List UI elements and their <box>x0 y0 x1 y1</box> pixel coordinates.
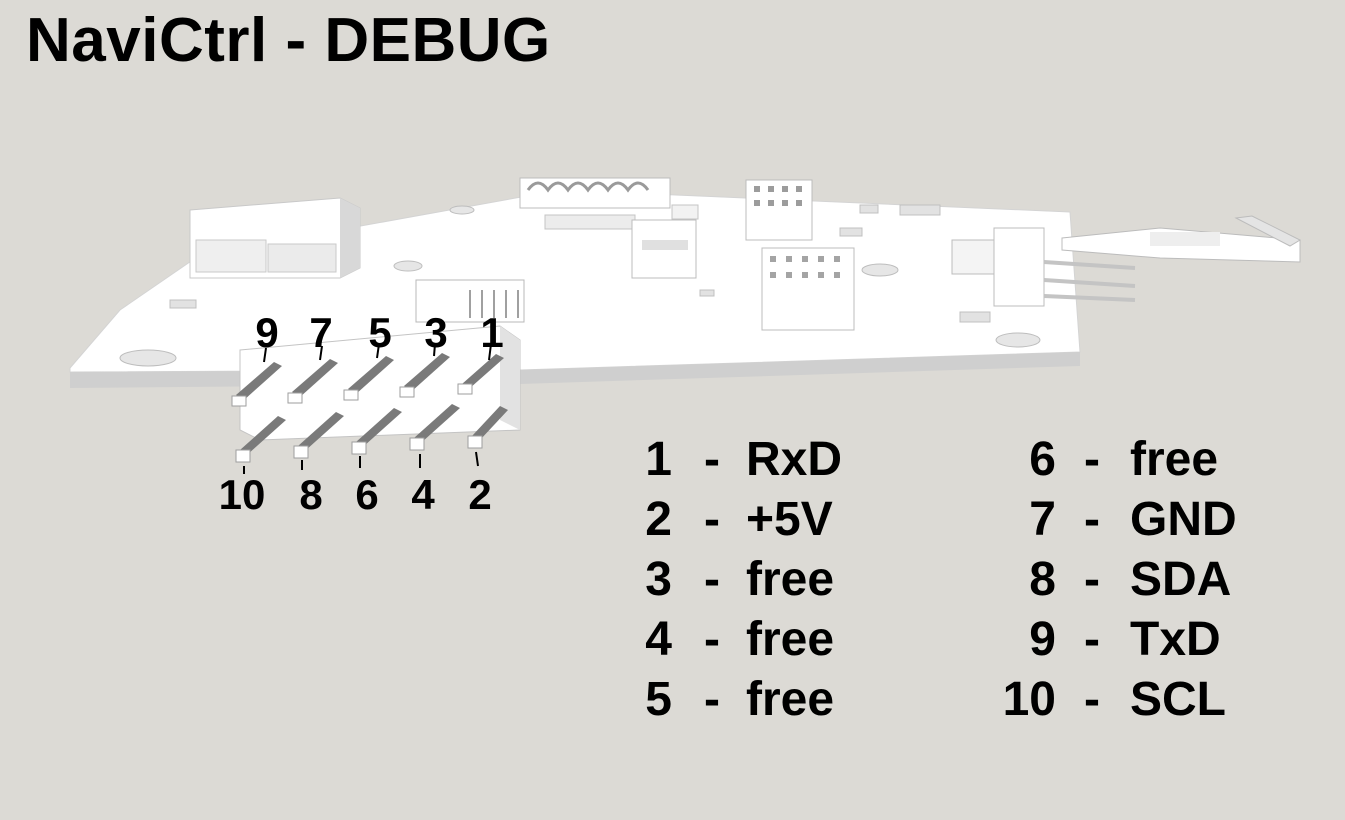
pin-signal: GND <box>1130 493 1237 546</box>
pinout-row: 6 - free <box>980 432 1310 492</box>
pin-signal: free <box>746 673 835 726</box>
debug-header <box>231 325 521 474</box>
pin-label-1: 1 <box>480 309 504 356</box>
pin-number: 4 <box>645 613 672 666</box>
top-header <box>519 177 699 279</box>
pin-signal: free <box>1130 433 1219 486</box>
right-connector <box>951 215 1302 307</box>
pinout-row: 10 - SCL <box>980 672 1310 732</box>
bottom-row-pins <box>235 404 508 463</box>
separator: - <box>704 493 720 546</box>
pin-number: 5 <box>645 673 672 726</box>
pin-number: 9 <box>1029 613 1056 666</box>
separator: - <box>704 553 720 606</box>
pin-label-8: 8 <box>299 471 323 518</box>
pinout-row: 1 - RxD <box>600 432 900 492</box>
pinout-row: 9 - TxD <box>980 612 1310 672</box>
page-title: NaviCtrl - DEBUG <box>26 6 551 75</box>
pin-signal: RxD <box>746 433 843 486</box>
pin-number: 8 <box>1029 553 1056 606</box>
pinout-row: 4 - free <box>600 612 900 672</box>
pin-signal: +5V <box>746 493 833 546</box>
center-headers <box>745 179 855 331</box>
power-connector <box>189 197 361 279</box>
pin-label-3: 3 <box>424 309 448 356</box>
separator: - <box>1084 673 1100 726</box>
separator: - <box>1084 613 1100 666</box>
pin-leader-lines <box>243 343 492 474</box>
pin-label-10: 10 <box>218 471 266 518</box>
pin-label-2: 2 <box>468 471 492 518</box>
pin-number: 1 <box>645 433 672 486</box>
pin-signal: free <box>746 613 835 666</box>
pin-number: 10 <box>1002 673 1056 726</box>
separator: - <box>1084 553 1100 606</box>
pin-signal: free <box>746 553 835 606</box>
pin-signal: SDA <box>1130 553 1232 606</box>
pinout-row: 3 - free <box>600 552 900 612</box>
separator: - <box>704 673 720 726</box>
pinout-row: 8 - SDA <box>980 552 1310 612</box>
pin-number: 7 <box>1029 493 1056 546</box>
pin-signal: SCL <box>1130 673 1226 726</box>
pin-number: 2 <box>645 493 672 546</box>
pin-number: 3 <box>645 553 672 606</box>
pin-number: 6 <box>1029 433 1056 486</box>
pinout-row: 2 - +5V <box>600 492 900 552</box>
pinout-row: 5 - free <box>600 672 900 732</box>
top-row-pins <box>231 353 504 407</box>
pin-label-6: 6 <box>355 471 379 518</box>
pin-label-9: 9 <box>255 309 279 356</box>
pinout-row: 7 - GND <box>980 492 1310 552</box>
pin-label-4: 4 <box>411 471 435 518</box>
chip <box>415 279 525 323</box>
pin-label-5: 5 <box>368 309 392 356</box>
separator: - <box>704 613 720 666</box>
pin-label-7: 7 <box>309 309 333 356</box>
pin-signal: TxD <box>1130 613 1221 666</box>
separator: - <box>1084 493 1100 546</box>
separator: - <box>704 433 720 486</box>
separator: - <box>1084 433 1100 486</box>
